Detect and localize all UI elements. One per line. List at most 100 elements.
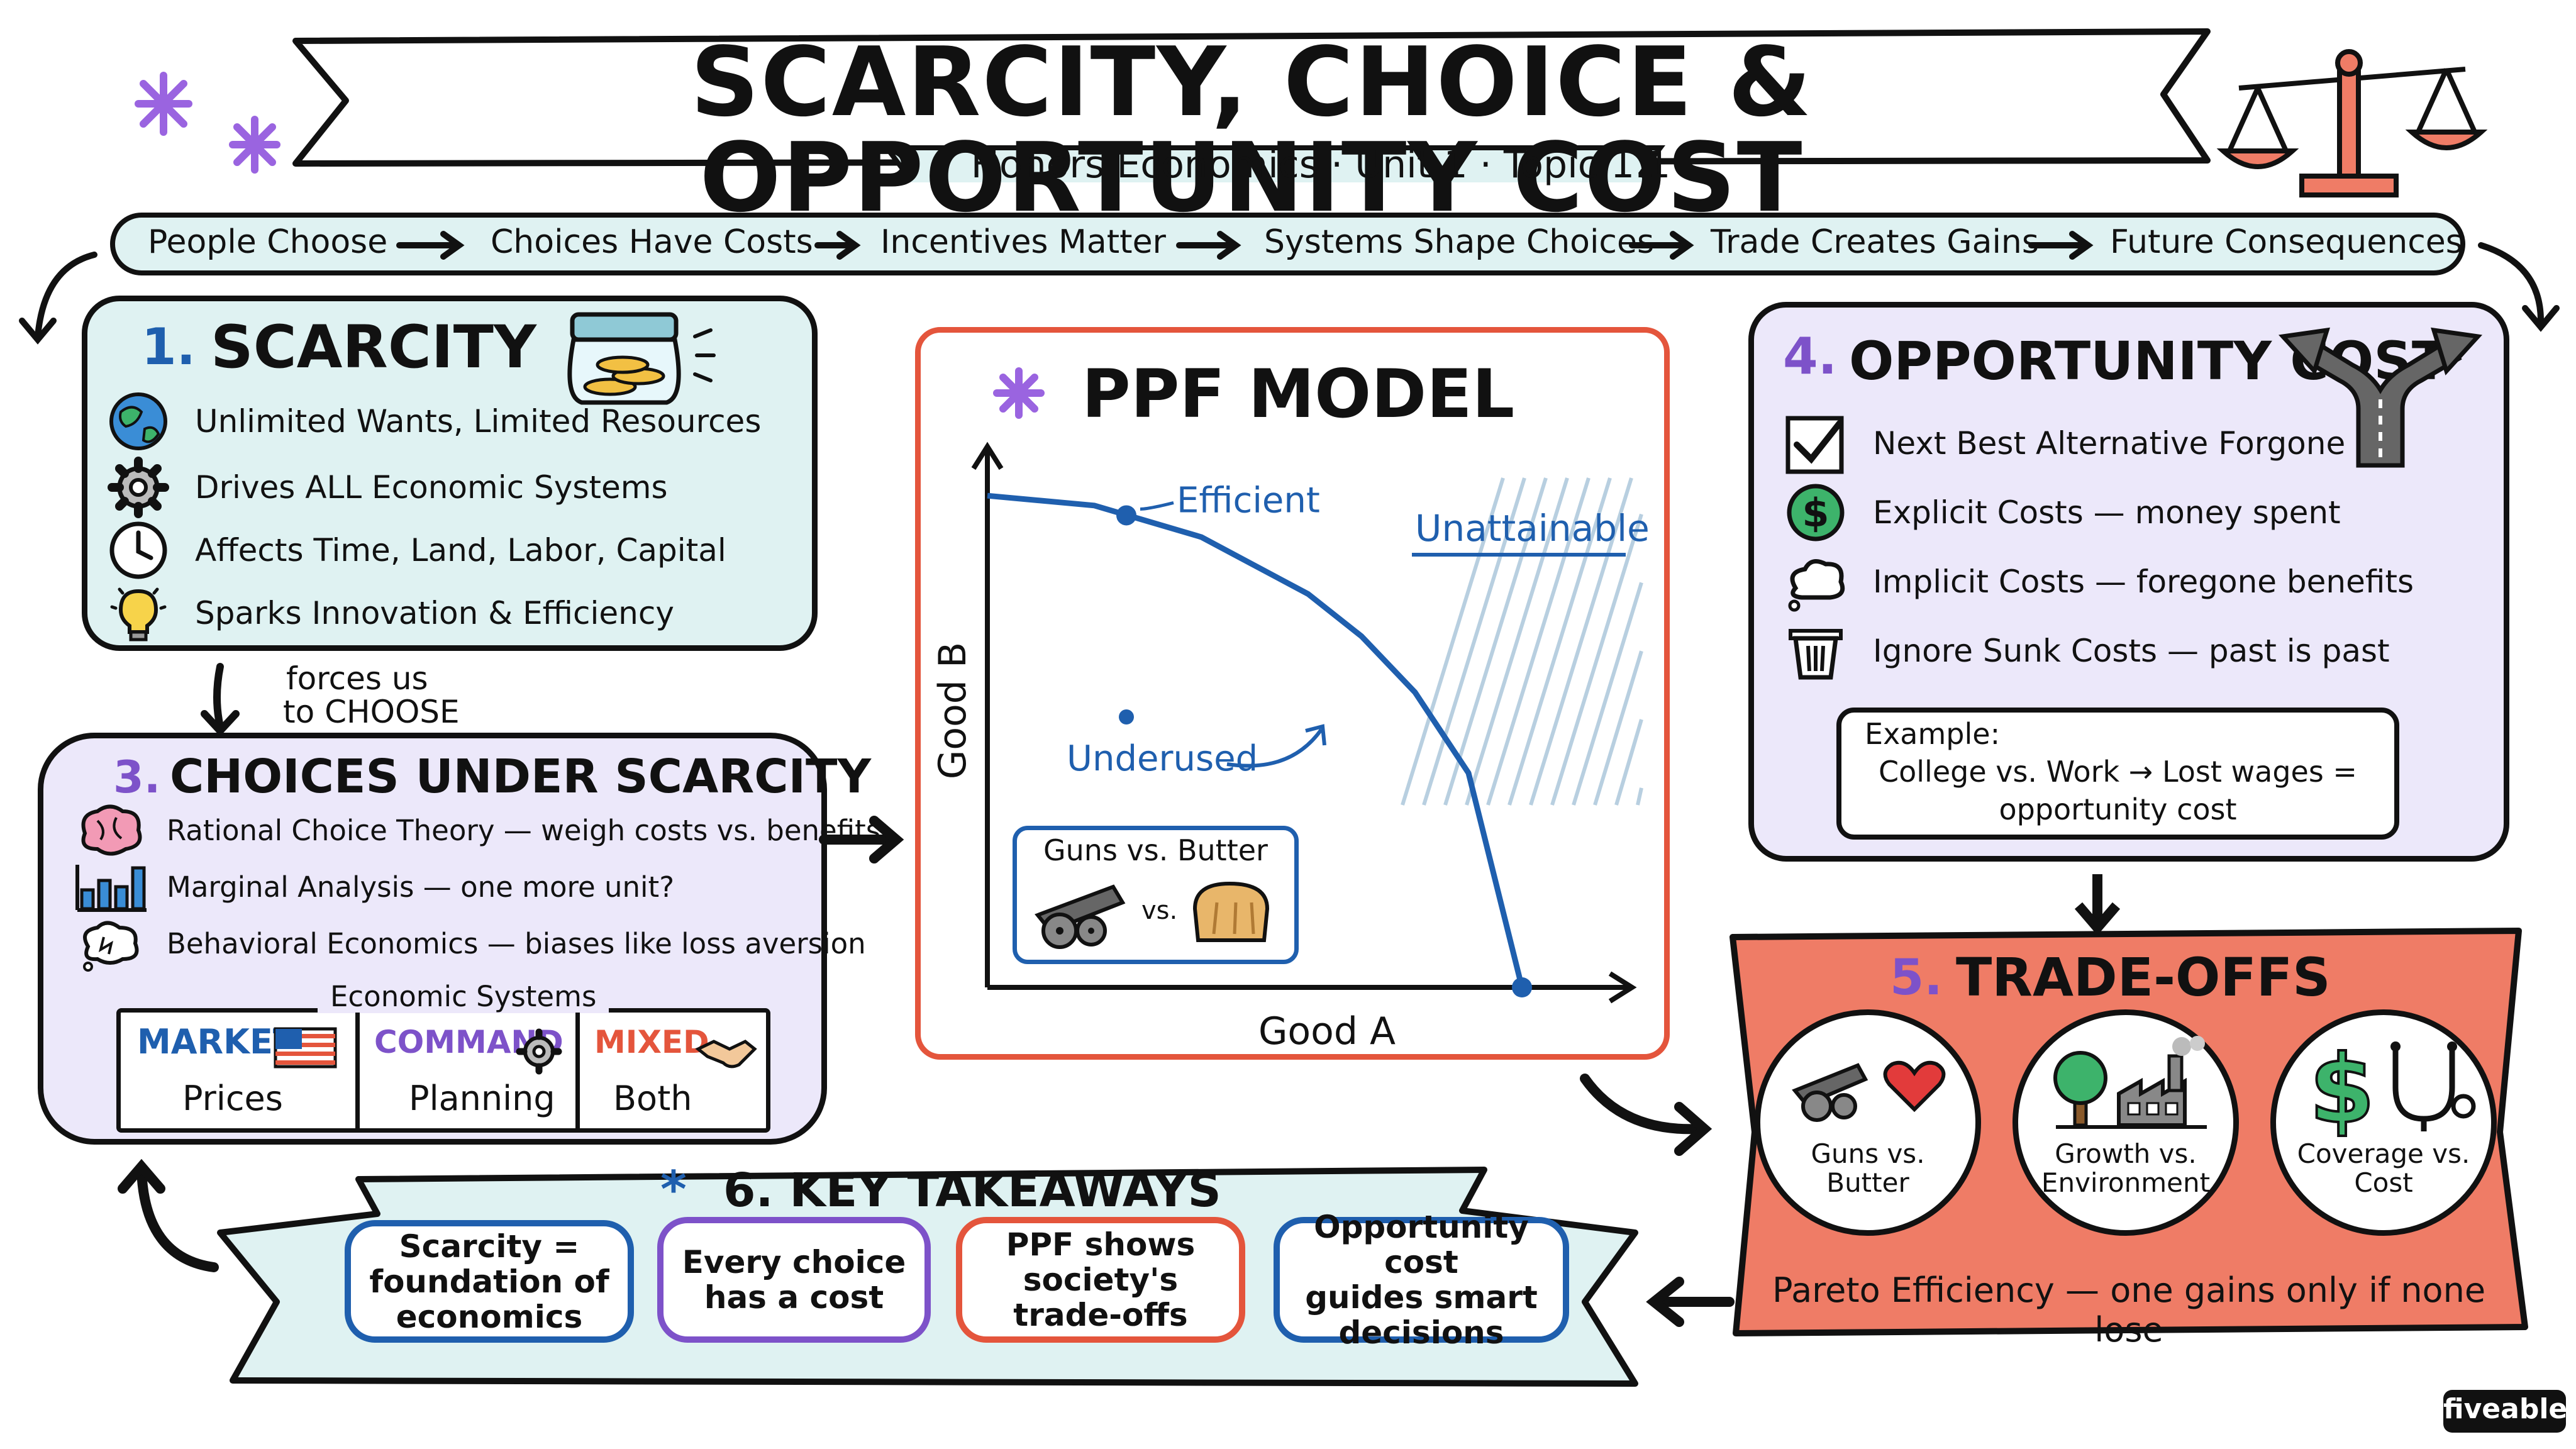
flag-icon — [274, 1027, 337, 1069]
tradeoff-3-label: Coverage vs. Cost — [2276, 1139, 2491, 1198]
tradeoff-2-line1: Growth vs. — [2055, 1138, 2197, 1169]
unattainable-hatching — [1401, 477, 1643, 806]
system-market-desc: Prices — [182, 1079, 283, 1118]
coin-jar-icon — [567, 312, 716, 405]
tradeoff-coverage-cost: $ Coverage vs. Cost — [2270, 1009, 2497, 1236]
hatch-line — [1636, 787, 1643, 806]
takeaway-3-line3: trade-offs — [1013, 1297, 1188, 1333]
curved-up-arrow-icon — [118, 1158, 219, 1272]
system-mixed-name: MIXED — [594, 1024, 709, 1060]
opportunity-item-1: Next Best Alternative Forgone — [1783, 412, 2345, 475]
tradeoff-3-line2: Cost — [2354, 1167, 2413, 1198]
gear-icon — [108, 457, 169, 518]
flow-arrows — [19, 231, 2560, 345]
choices-item-3-text: Behavioral Economics — biases like loss … — [167, 926, 866, 960]
opportunity-item-1-text: Next Best Alternative Forgone — [1873, 425, 2346, 462]
title-banner — [292, 28, 2211, 182]
tradeoff-2-line2: Environment — [2041, 1167, 2211, 1198]
efficient-pointer — [1140, 501, 1174, 511]
opportunity-item-4: Ignore Sunk Costs — past is past — [1783, 619, 2390, 682]
takeaway-2-line1: Every choice — [682, 1244, 906, 1280]
hatch-line — [1443, 477, 1548, 806]
gear-icon — [516, 1028, 562, 1075]
cloud-icon — [1788, 559, 1845, 612]
systems-divider-1 — [355, 1013, 360, 1129]
flow-step-5: Trade Creates Gains — [1711, 223, 2039, 261]
scarcity-item-2: Drives ALL Economic Systems — [107, 456, 668, 519]
choices-number: 3. — [113, 752, 161, 803]
down-arrow-icon — [2074, 874, 2121, 936]
opportunity-item-2: $ Explicit Costs — money spent — [1783, 481, 2341, 544]
hatch-line — [1465, 477, 1569, 806]
page-title: SCARCITY, CHOICE & OPPORTUNITY COST — [690, 26, 1813, 233]
y-axis-label: Good B — [931, 642, 975, 779]
takeaways-star: * — [660, 1160, 687, 1219]
opportunity-example-line2: opportunity cost — [1999, 792, 2237, 826]
tradeoffs-footer: Pareto Efficiency — one gains only if no… — [1772, 1270, 2486, 1350]
connector-note-2: to CHOOSE — [283, 694, 460, 730]
curved-arrow-icon — [1580, 1074, 1713, 1156]
scarcity-item-3-text: Affects Time, Land, Labor, Capital — [195, 532, 726, 569]
sparkle-stars-icon — [135, 72, 280, 174]
left-arrow-icon — [1646, 1277, 1735, 1327]
opportunity-item-2-text: Explicit Costs — money spent — [1873, 494, 2341, 531]
tradeoff-1-label: Guns vs. Butter — [1760, 1138, 1975, 1198]
handshake-icon — [695, 1040, 757, 1069]
choices-item-2: Marginal Analysis — one more unit? — [72, 858, 674, 915]
tradeoff-1-line2: Butter — [1826, 1167, 1909, 1198]
takeaway-1-line2: foundation of — [369, 1263, 609, 1300]
scarcity-item-4-text: Sparks Innovation & Efficiency — [195, 595, 674, 631]
ppf-point-1 — [1116, 505, 1136, 526]
connector-note-1: forces us — [286, 660, 428, 697]
takeaways-title: 6. KEY TAKEAWAYS — [723, 1163, 1221, 1218]
flow-step-4: Systems Shape Choices — [1264, 223, 1655, 261]
hatch-line — [1550, 513, 1643, 806]
opportunity-number: 4. — [1783, 327, 1838, 386]
takeaway-3-line1: PPF shows — [1006, 1226, 1196, 1263]
right-arrow-icon — [819, 816, 904, 863]
opportunity-item-3-text: Implicit Costs — foregone benefits — [1873, 564, 2414, 600]
system-command-desc: Planning — [409, 1079, 555, 1118]
hatch-line — [1572, 582, 1643, 806]
scarcity-item-1: Unlimited Wants, Limited Resources — [107, 390, 761, 453]
ppf-point-3 — [1512, 977, 1532, 997]
systems-divider-2 — [575, 1013, 580, 1129]
opportunity-example-box — [1836, 708, 2399, 840]
page-subtitle: Honors Economics · Unit 1 · Topic 1.1 — [970, 143, 1671, 187]
takeaway-3-line2: society's — [1023, 1262, 1179, 1298]
ppf-example-vs: vs. — [1141, 896, 1178, 925]
brand-name: fiveable — [2443, 1393, 2568, 1425]
hatch-line — [1486, 477, 1591, 806]
down-arrow-icon — [201, 663, 240, 736]
choices-item-2-text: Marginal Analysis — one more unit? — [167, 870, 675, 904]
scarcity-panel — [82, 296, 818, 651]
tradeoffs-number: 5. — [1890, 950, 1943, 1006]
system-market-name: MARKET — [137, 1022, 296, 1062]
x-axis-arrowhead — [1608, 971, 1637, 1004]
cannon-heart-icon — [1792, 1060, 1946, 1122]
hatch-line — [1401, 477, 1505, 806]
underused-label: Underused — [1067, 738, 1258, 779]
trash-icon — [1789, 629, 1843, 680]
tradeoff-1-line1: Guns vs. — [1811, 1138, 1925, 1169]
thought-bubble-icon — [83, 921, 139, 972]
tree-factory-icon — [2053, 1036, 2207, 1129]
takeaway-1-line3: economics — [396, 1298, 583, 1335]
choices-title: CHOICES UNDER SCARCITY — [170, 750, 872, 804]
choices-item-1-text: Rational Choice Theory — weigh costs vs.… — [167, 813, 881, 847]
system-mixed-desc: Both — [613, 1079, 692, 1118]
efficient-label: Efficient — [1177, 480, 1320, 521]
tradeoff-2-label: Growth vs. Environment — [2018, 1138, 2233, 1198]
globe-icon — [109, 392, 167, 450]
flow-step-3: Incentives Matter — [880, 223, 1166, 261]
fork-road-icon — [2278, 327, 2483, 468]
takeaway-1-line1: Scarcity = — [399, 1228, 580, 1265]
bar-chart-icon — [75, 865, 147, 912]
opportunity-item-3: Implicit Costs — foregone benefits — [1783, 550, 2414, 613]
svg-text:$: $ — [2309, 1035, 2375, 1144]
scarcity-number: 1. — [142, 318, 196, 376]
tradeoff-growth-environment: Growth vs. Environment — [2012, 1009, 2239, 1236]
